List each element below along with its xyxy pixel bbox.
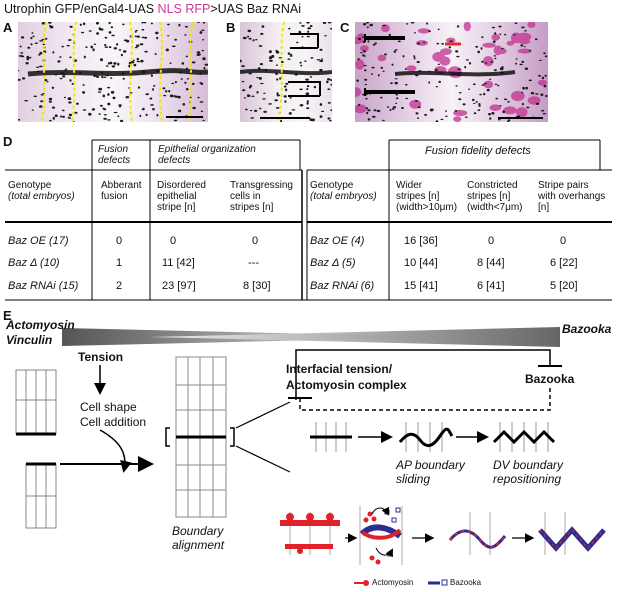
left-row-3-disordered: 23 [97] (162, 280, 196, 292)
panel-label-a: A (3, 20, 13, 35)
figure-header: Utrophin GFP/enGal4-UAS NLS RFP>UAS Baz … (4, 2, 301, 16)
micrograph-a (18, 22, 208, 122)
header-part2: NLS RFP (157, 2, 211, 16)
label-boundary-alignment: Boundary alignment (172, 524, 224, 552)
col-genotype-left: Genotype (total embryos) (8, 180, 75, 202)
right-row-3-genotype: Baz RNAi (6) (310, 280, 375, 292)
right-row-2-wider: 10 [44] (404, 257, 438, 269)
col-constricted-line3: (width<7μm) (467, 202, 523, 213)
col-genotype-right: Genotype (total embryos) (310, 180, 377, 202)
col-genotype-line2: (total embryos) (8, 191, 75, 202)
micrograph-b-art (240, 22, 332, 122)
panel-label-c: C (340, 20, 350, 35)
label-cell-addition: Cell addition (80, 415, 147, 429)
label-tension: Tension (78, 350, 124, 364)
group-epithelial-defects: Epithelial organization defects (158, 144, 256, 166)
label-dv-line2: repositioning (493, 472, 562, 486)
panel-label-e: E (3, 308, 12, 323)
label-bazooka-right: Bazooka (525, 372, 575, 386)
right-row-3-wider: 15 [41] (404, 280, 438, 292)
col-constricted-line2: stripes [n] (467, 191, 511, 202)
col-transgress-line3: stripes [n] (230, 202, 274, 213)
col-aberrant-line2: fusion (101, 191, 128, 202)
col-disordered-line1: Disordered (157, 180, 206, 191)
legend-bazooka: Bazooka (450, 578, 482, 587)
col-wider-line1: Wider (396, 180, 423, 191)
col-overhang-line2: with overhangs (538, 191, 606, 202)
label-ap-line1: AP boundary (396, 458, 465, 472)
panel-label-b: B (226, 20, 236, 35)
col-aberrant-line1: Abberant (101, 180, 142, 191)
left-row-1-disordered: 0 (170, 235, 177, 247)
label-dv-boundary: DV boundary repositioning (493, 458, 563, 486)
col-wider: Wider stripes [n] (width>10μm) (396, 180, 457, 213)
col-disordered-line2: epithelial (157, 191, 197, 202)
legend-actomyosin: Actomyosin (372, 578, 414, 587)
col-overhangs: Stripe pairs with overhangs [n] (538, 180, 605, 213)
label-interfacial-tension: Interfacial tension/ (286, 362, 393, 376)
right-row-2-constricted: 8 [44] (477, 257, 505, 269)
col-wider-line2: stripes [n] (396, 191, 440, 202)
bazooka-gradient (150, 327, 560, 347)
right-row-1-constricted: 0 (488, 235, 495, 247)
label-ap-line2: sliding (396, 472, 431, 486)
col-aberrant: Abberant fusion (101, 180, 142, 202)
col-disordered-line3: stripe [n] (157, 202, 196, 213)
label-actomyosin-complex: Actomyosin complex (286, 378, 407, 392)
group-fusion-line1: Fusion (98, 144, 129, 155)
col-constricted: Constricted stripes [n] (width<7μm) (467, 180, 523, 213)
left-row-3-aberrant: 2 (116, 280, 123, 292)
micrograph-a-art (18, 22, 208, 122)
header-part3: >UAS Baz RNAi (210, 2, 301, 16)
right-row-1-overhang: 0 (560, 235, 567, 247)
group-epi-line2: defects (158, 155, 191, 166)
col-transgress-line2: cells in (230, 191, 261, 202)
right-row-3-constricted: 6 [41] (477, 280, 505, 292)
group-fusion-line2: defects (98, 155, 131, 166)
left-row-1-transgress: 0 (252, 235, 259, 247)
micrograph-c-art (355, 22, 548, 122)
col-genotype-r-line2: (total embryos) (310, 191, 377, 202)
actomyosin-gradient (62, 328, 450, 346)
col-transgress-line1: Transgressing (230, 180, 293, 191)
label-ap-boundary: AP boundary sliding (396, 458, 465, 486)
label-vinculin: Vinculin (6, 333, 53, 347)
header-part1: Utrophin GFP/enGal4-UAS (4, 2, 158, 16)
left-row-3-genotype: Baz RNAi (15) (8, 280, 79, 292)
left-row-1-genotype: Baz OE (17) (8, 235, 69, 247)
right-row-1-wider: 16 [36] (404, 235, 438, 247)
left-row-3-transgress: 8 [30] (243, 280, 271, 292)
group-epi-line1: Epithelial organization (158, 144, 256, 155)
col-overhang-line1: Stripe pairs (538, 180, 589, 191)
right-row-3-overhang: 5 [20] (550, 280, 578, 292)
label-alignment-line1: Boundary (172, 524, 224, 538)
label-alignment-line2: alignment (172, 538, 225, 552)
col-genotype-r-line1: Genotype (310, 180, 354, 191)
left-row-2-transgress: --- (248, 257, 259, 269)
left-row-2-disordered: 11 [42] (162, 257, 195, 269)
col-constricted-line1: Constricted (467, 180, 518, 191)
right-row-2-overhang: 6 [22] (550, 257, 578, 269)
right-row-1-genotype: Baz OE (4) (310, 235, 365, 247)
left-row-1-aberrant: 0 (116, 235, 123, 247)
left-row-2-aberrant: 1 (116, 257, 123, 269)
panel-label-d: D (3, 134, 13, 149)
label-actomyosin: Actomyosin (6, 318, 75, 332)
group-fusion-defects: Fusion defects (98, 144, 130, 166)
col-overhang-line3: [n] (538, 202, 550, 213)
micrograph-c (355, 22, 548, 122)
right-row-2-genotype: Baz Δ (5) (310, 257, 356, 269)
col-wider-line3: (width>10μm) (396, 202, 458, 213)
label-dv-line1: DV boundary (493, 458, 564, 472)
left-row-2-genotype: Baz Δ (10) (8, 257, 60, 269)
col-disordered: Disordered epithelial stripe [n] (157, 180, 206, 213)
group-fusion-fidelity: Fusion fidelity defects (425, 145, 531, 157)
col-transgressing: Transgressing cells in stripes [n] (230, 180, 293, 213)
label-cell-shape: Cell shape (80, 400, 137, 414)
label-bazooka-top: Bazooka (562, 322, 612, 336)
micrograph-b (240, 22, 332, 122)
col-genotype-line1: Genotype (8, 180, 52, 191)
